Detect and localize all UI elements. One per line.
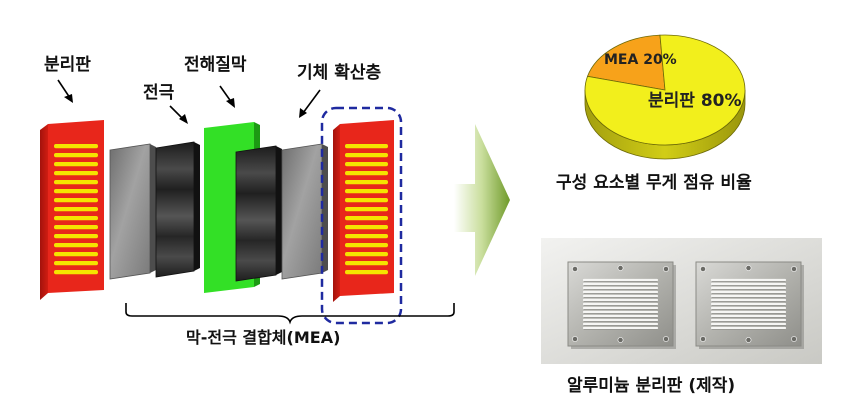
label-gas-diffusion-layer: 기체 확산층 — [297, 63, 382, 83]
mea-bracket — [125, 303, 455, 325]
flow-channel — [54, 153, 98, 158]
flow-channel — [54, 243, 98, 248]
flow-channel — [345, 207, 388, 212]
flow-channel — [54, 162, 98, 167]
weight-pie-chart: MEA 20% 분리판 80% — [584, 34, 746, 160]
flow-channel — [54, 225, 98, 230]
flow-channel — [54, 216, 98, 221]
flow-channel — [345, 180, 388, 185]
flow-channel — [345, 252, 388, 257]
electrode-pointer-arrowhead — [179, 114, 188, 124]
flow-channel — [54, 171, 98, 176]
pie-slice-mea — [586, 34, 666, 91]
pie-slice-separator — [584, 34, 746, 146]
separator-plate-right — [333, 120, 394, 302]
electrode-right — [235, 145, 282, 282]
photo-caption: 알루미늄 분리판 (제작) — [567, 376, 736, 396]
flow-channel — [345, 171, 388, 176]
flow-channel — [54, 198, 98, 203]
flow-channel — [345, 189, 388, 194]
chart-caption: 구성 요소별 무게 점유 비율 — [556, 173, 752, 193]
flow-channel — [345, 153, 388, 158]
separator-pointer-arrow — [57, 79, 71, 99]
separator-plate-left — [40, 120, 104, 300]
transition-arrow — [454, 124, 510, 276]
aluminum-plate-photo — [541, 238, 822, 364]
electrode-left — [155, 141, 200, 278]
pie-label-mea: MEA 20% — [604, 52, 677, 68]
gdl-pointer-arrow — [302, 89, 321, 114]
flow-channel — [345, 198, 388, 203]
pie-label-separator: 분리판 80% — [648, 91, 742, 111]
separator-pointer-arrowhead — [64, 94, 73, 103]
flow-channel — [345, 270, 388, 275]
flow-channel — [345, 216, 388, 221]
flow-channel — [54, 261, 98, 266]
gdl-pointer-arrowhead — [299, 108, 307, 118]
flow-channel — [345, 144, 388, 149]
label-electrode: 전극 — [143, 83, 175, 103]
gas-diffusion-layer-left — [109, 143, 156, 280]
flow-channel — [345, 234, 388, 239]
label-mea-assembly: 막-전극 결합체(MEA) — [186, 328, 341, 347]
label-pointer-arrows — [57, 79, 321, 124]
flow-channel — [345, 243, 388, 248]
gas-diffusion-layer-right — [281, 143, 328, 280]
flow-channel — [54, 207, 98, 212]
flow-channel — [54, 252, 98, 257]
aluminum-plate-right — [695, 261, 804, 349]
label-separator-plate: 분리판 — [44, 55, 91, 75]
flow-channel — [54, 234, 98, 239]
label-electrolyte-membrane: 전해질막 — [184, 55, 247, 75]
aluminum-plate-left — [567, 261, 676, 349]
flow-channel — [54, 189, 98, 194]
flow-channel — [54, 270, 98, 275]
flow-channel — [345, 162, 388, 167]
flow-channel — [345, 261, 388, 266]
dashed-highlight-box — [320, 106, 403, 325]
flow-channel — [54, 144, 98, 149]
flow-channel — [345, 225, 388, 230]
flow-channel — [54, 180, 98, 185]
membrane-pointer-arrowhead — [226, 98, 235, 108]
